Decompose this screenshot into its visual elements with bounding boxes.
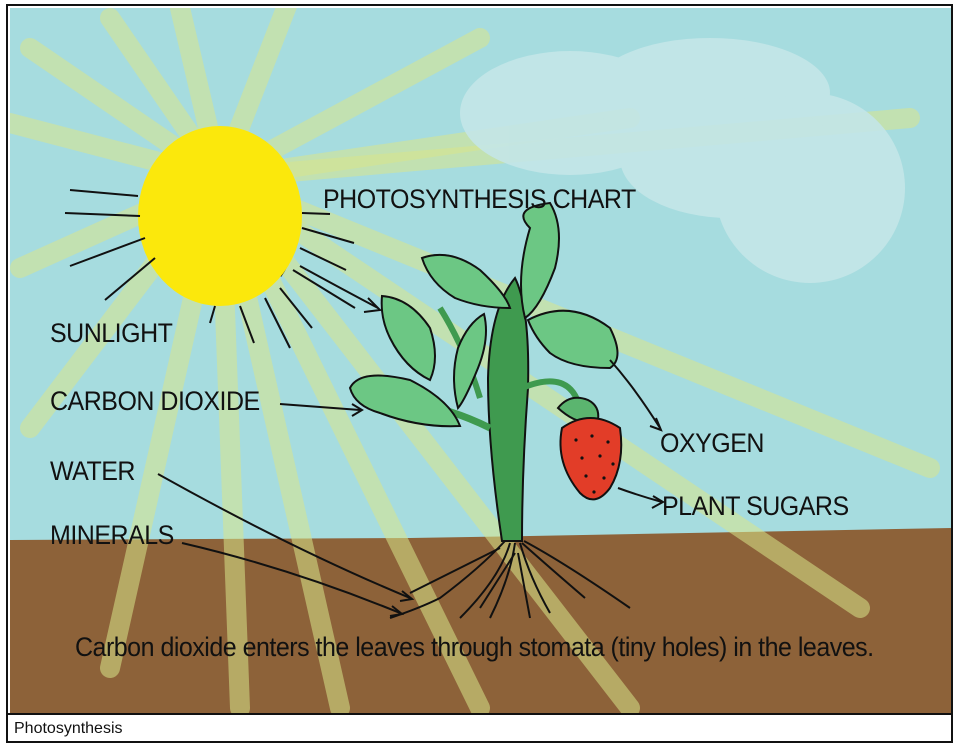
label-carbon-dioxide: CARBON DIOXIDE [50, 386, 260, 417]
diagram-illustration [10, 8, 951, 713]
label-water: WATER [50, 456, 135, 487]
figure-frame: PHOTOSYNTHESIS CHART SUNLIGHT CARBON DIO… [6, 4, 953, 743]
diagram-title: PHOTOSYNTHESIS CHART [323, 184, 636, 215]
diagram-note: Carbon dioxide enters the leaves through… [75, 632, 874, 663]
label-oxygen: OXYGEN [660, 428, 764, 459]
soil [10, 528, 951, 713]
label-minerals: MINERALS [50, 520, 174, 551]
label-sunlight: SUNLIGHT [50, 318, 172, 349]
diagram-scene: PHOTOSYNTHESIS CHART SUNLIGHT CARBON DIO… [10, 8, 951, 713]
figure-caption: Photosynthesis [14, 720, 123, 738]
label-plant-sugars: PLANT SUGARS [662, 491, 849, 522]
caption-bar: Photosynthesis [8, 713, 951, 741]
